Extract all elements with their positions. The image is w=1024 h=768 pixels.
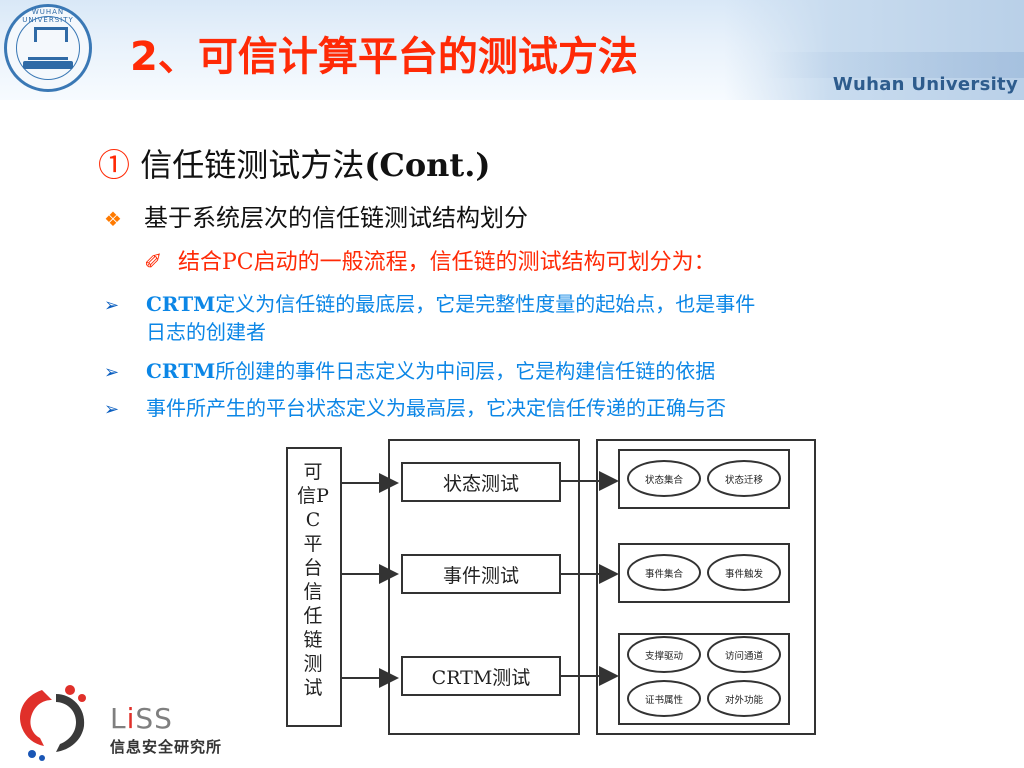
oval-certificate-attribute: 证书属性 bbox=[627, 680, 701, 717]
bullet-crtm-lowest: ➢CRTM定义为信任链的最底层，它是完整性度量的起始点，也是事件 bbox=[104, 292, 756, 316]
arrow-bullet-icon: ➢ bbox=[104, 295, 120, 316]
oval-support-driver: 支撑驱动 bbox=[627, 636, 701, 673]
university-name: Wuhan University bbox=[832, 74, 1018, 95]
liss-chinese-name: 信息安全研究所 bbox=[110, 738, 223, 756]
oval-state-transition: 状态迁移 bbox=[707, 460, 781, 497]
arrow-bullet-icon: ➢ bbox=[104, 399, 120, 420]
level1-item: ❖ 基于系统层次的信任链测试结构划分 bbox=[104, 198, 528, 233]
liss-logo: LiSS 信息安全研究所 bbox=[12, 682, 232, 762]
level2-item: ✐ 结合PC启动的一般流程，信任链的测试结构可划分为： bbox=[144, 244, 716, 276]
vertical-label-trusted-pc: 可信PC平台信任链测试 bbox=[297, 461, 329, 699]
test-box-state: 状态测试 bbox=[401, 462, 561, 502]
level2-text: 结合PC启动的一般流程，信任链的测试结构可划分为： bbox=[178, 250, 716, 275]
university-seal-icon: WUHAN UNIVERSITY bbox=[4, 4, 92, 92]
slide-title: 2、可信计算平台的测试方法 bbox=[130, 34, 638, 80]
oval-state-set: 状态集合 bbox=[627, 460, 701, 497]
section-subtitle: ① 信任链测试方法(Cont.) bbox=[98, 140, 490, 186]
test-box-event: 事件测试 bbox=[401, 554, 561, 594]
header-band: WUHAN UNIVERSITY 2、可信计算平台的测试方法 Wuhan Uni… bbox=[0, 0, 1024, 100]
oval-access-channel: 访问通道 bbox=[707, 636, 781, 673]
diamond-bullet-icon: ❖ bbox=[104, 207, 122, 231]
bullet-platform-state-top: ➢事件所产生的平台状态定义为最高层，它决定信任传递的正确与否 bbox=[104, 396, 726, 420]
oval-event-trigger: 事件触发 bbox=[707, 554, 781, 591]
bullet-crtm-lowest-cont: 日志的创建者 bbox=[146, 320, 266, 344]
liss-mark-icon bbox=[20, 685, 86, 761]
trust-chain-test-diagram: 可信PC平台信任链测试 状态测试 事件测试 CRTM测试 状态集合 状态迁移 事… bbox=[277, 436, 820, 738]
subtitle-cont: (Cont.) bbox=[364, 146, 491, 184]
oval-event-set: 事件集合 bbox=[627, 554, 701, 591]
oval-external-function: 对外功能 bbox=[707, 680, 781, 717]
test-box-crtm: CRTM测试 bbox=[401, 656, 561, 696]
arrow-bullet-icon: ➢ bbox=[104, 362, 120, 383]
circled-number: ① bbox=[98, 146, 131, 184]
campus-photo bbox=[724, 0, 1024, 100]
pencil-icon: ✐ bbox=[144, 250, 163, 275]
subtitle-text: 信任链测试方法 bbox=[130, 146, 365, 184]
level1-text: 基于系统层次的信任链测试结构划分 bbox=[144, 204, 528, 232]
liss-name: LiSS bbox=[110, 702, 173, 735]
bullet-event-log-middle: ➢CRTM所创建的事件日志定义为中间层，它是构建信任链的依据 bbox=[104, 359, 716, 383]
